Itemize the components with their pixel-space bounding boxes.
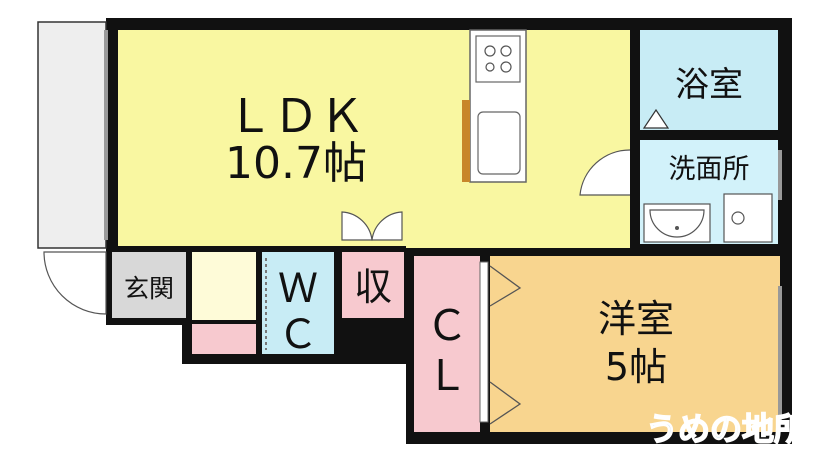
room-wc: [262, 252, 334, 354]
entrance-label: 玄関: [124, 274, 174, 303]
closet-door-frame: [479, 261, 489, 423]
closet-label-l: Ｌ: [426, 351, 468, 400]
ldk-lower-strip: [406, 236, 630, 248]
kitchen-wall-panel: [462, 100, 470, 182]
burner-icon: [500, 61, 512, 73]
ldk-door-swing: [579, 149, 631, 196]
stove: [475, 35, 521, 83]
room-western: [490, 256, 780, 432]
burner-icon: [484, 45, 496, 57]
entrance-door-swing: [43, 251, 107, 315]
room-ldk: [118, 30, 630, 246]
room-bath: [640, 30, 778, 130]
hallway: [192, 252, 256, 320]
washbasin-bowl: [649, 209, 705, 238]
bath-door: [642, 108, 670, 129]
watermark-logo: うめの地所: [646, 410, 806, 448]
western-size-label: 5帖: [605, 345, 667, 389]
burner-icon: [500, 45, 512, 57]
outside-area: [106, 325, 406, 456]
washing-machine: [723, 193, 773, 243]
kitchen-sink: [477, 111, 521, 175]
washing-machine-drum-icon: [731, 211, 745, 225]
closet-label-c: Ｃ: [426, 301, 468, 350]
ldk-label: ＬＤＫ: [227, 89, 365, 143]
wc-label-w: Ｗ: [278, 266, 318, 312]
room-entrance: [112, 252, 186, 318]
bath-label: 浴室: [675, 65, 743, 105]
closet-folding-door: [489, 265, 522, 425]
storage-double-door: [341, 211, 403, 241]
western-label: 洋室: [598, 297, 674, 341]
hallway-lower: [192, 324, 256, 354]
room-storage: [342, 252, 404, 318]
washroom-label: 洗面所: [669, 154, 750, 185]
drain-icon: [675, 226, 679, 230]
wc-label-c: Ｃ: [278, 312, 318, 358]
burner-icon: [485, 62, 495, 72]
ldk-size-label: 10.7帖: [225, 138, 367, 189]
room-closet: [414, 256, 480, 432]
terrace: [37, 21, 107, 249]
storage-label: 収: [354, 265, 392, 309]
